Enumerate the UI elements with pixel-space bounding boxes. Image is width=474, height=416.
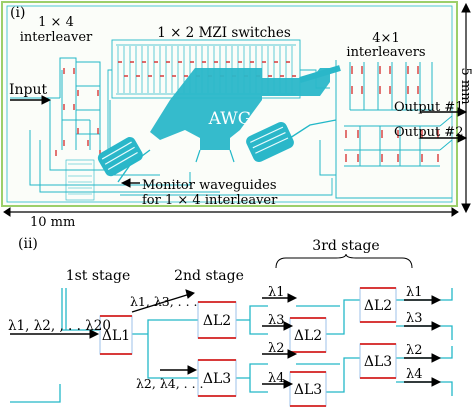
monitor-label-line2: for 1 × 4 interleaver (142, 193, 278, 208)
even-channels-label: λ2, λ4, . . . (136, 376, 204, 391)
dl3-label-stage3-left: ΔL3 (294, 382, 322, 398)
odd-channels-label: λ1, λ3, . . . (130, 294, 198, 309)
interleavers-4x1-label-line2: interleavers (346, 45, 425, 60)
output-2-label: Output #2 (394, 125, 463, 140)
width-dimension-label: 10 mm (30, 215, 75, 230)
panel-ii-label: (ii) (18, 236, 38, 252)
awg-label: AWG (208, 109, 252, 129)
output-lambda2: λ2 (406, 343, 423, 358)
panel-i-label: (i) (10, 5, 25, 21)
output-lambda3: λ3 (406, 311, 423, 326)
stage3-in-lambda3: λ3 (268, 313, 285, 328)
stage3-in-lambda4: λ4 (268, 371, 285, 386)
interleaver-1x4-label-line2: interleaver (20, 30, 93, 45)
dl3-label-stage2: ΔL3 (203, 371, 231, 387)
interleavers-4x1-label-line1: 4×1 (372, 31, 399, 46)
mzi-switches-label: 1 × 2 MZI switches (157, 25, 291, 41)
output-lambda1: λ1 (406, 285, 423, 300)
interleaver-1x4-label-line1: 1 × 4 (38, 15, 74, 30)
dl2-label-stage3-right: ΔL2 (364, 298, 392, 314)
chip-layout: (i) 1 × 4 interleaver 1 × 2 MZI switches… (2, 2, 473, 230)
monitor-label-line1: Monitor waveguides (142, 178, 277, 193)
cascade-schematic: (ii) 1st stage 2nd stage 3rd stage (8, 236, 452, 406)
input-label: Input (9, 82, 48, 98)
dl3-label-stage3-right: ΔL3 (364, 354, 392, 370)
stage-1-label: 1st stage (66, 268, 131, 284)
dl1-label: ΔL1 (102, 328, 130, 344)
height-dimension-label: 5 mm (458, 67, 473, 104)
stage3-in-lambda2: λ2 (268, 341, 285, 356)
input-channels-label: λ1, λ2, , . . λ20 (8, 318, 111, 334)
dl2-label-stage2: ΔL2 (203, 313, 231, 329)
stage-2-label: 2nd stage (174, 268, 244, 284)
stage-3-brace (276, 254, 412, 268)
stage3-in-lambda1: λ1 (268, 285, 285, 300)
output-1-label: Output #1 (394, 100, 463, 115)
stage-3-label: 3rd stage (312, 238, 379, 254)
dl2-label-stage3-left: ΔL2 (294, 328, 322, 344)
output-lambda4: λ4 (406, 367, 423, 382)
